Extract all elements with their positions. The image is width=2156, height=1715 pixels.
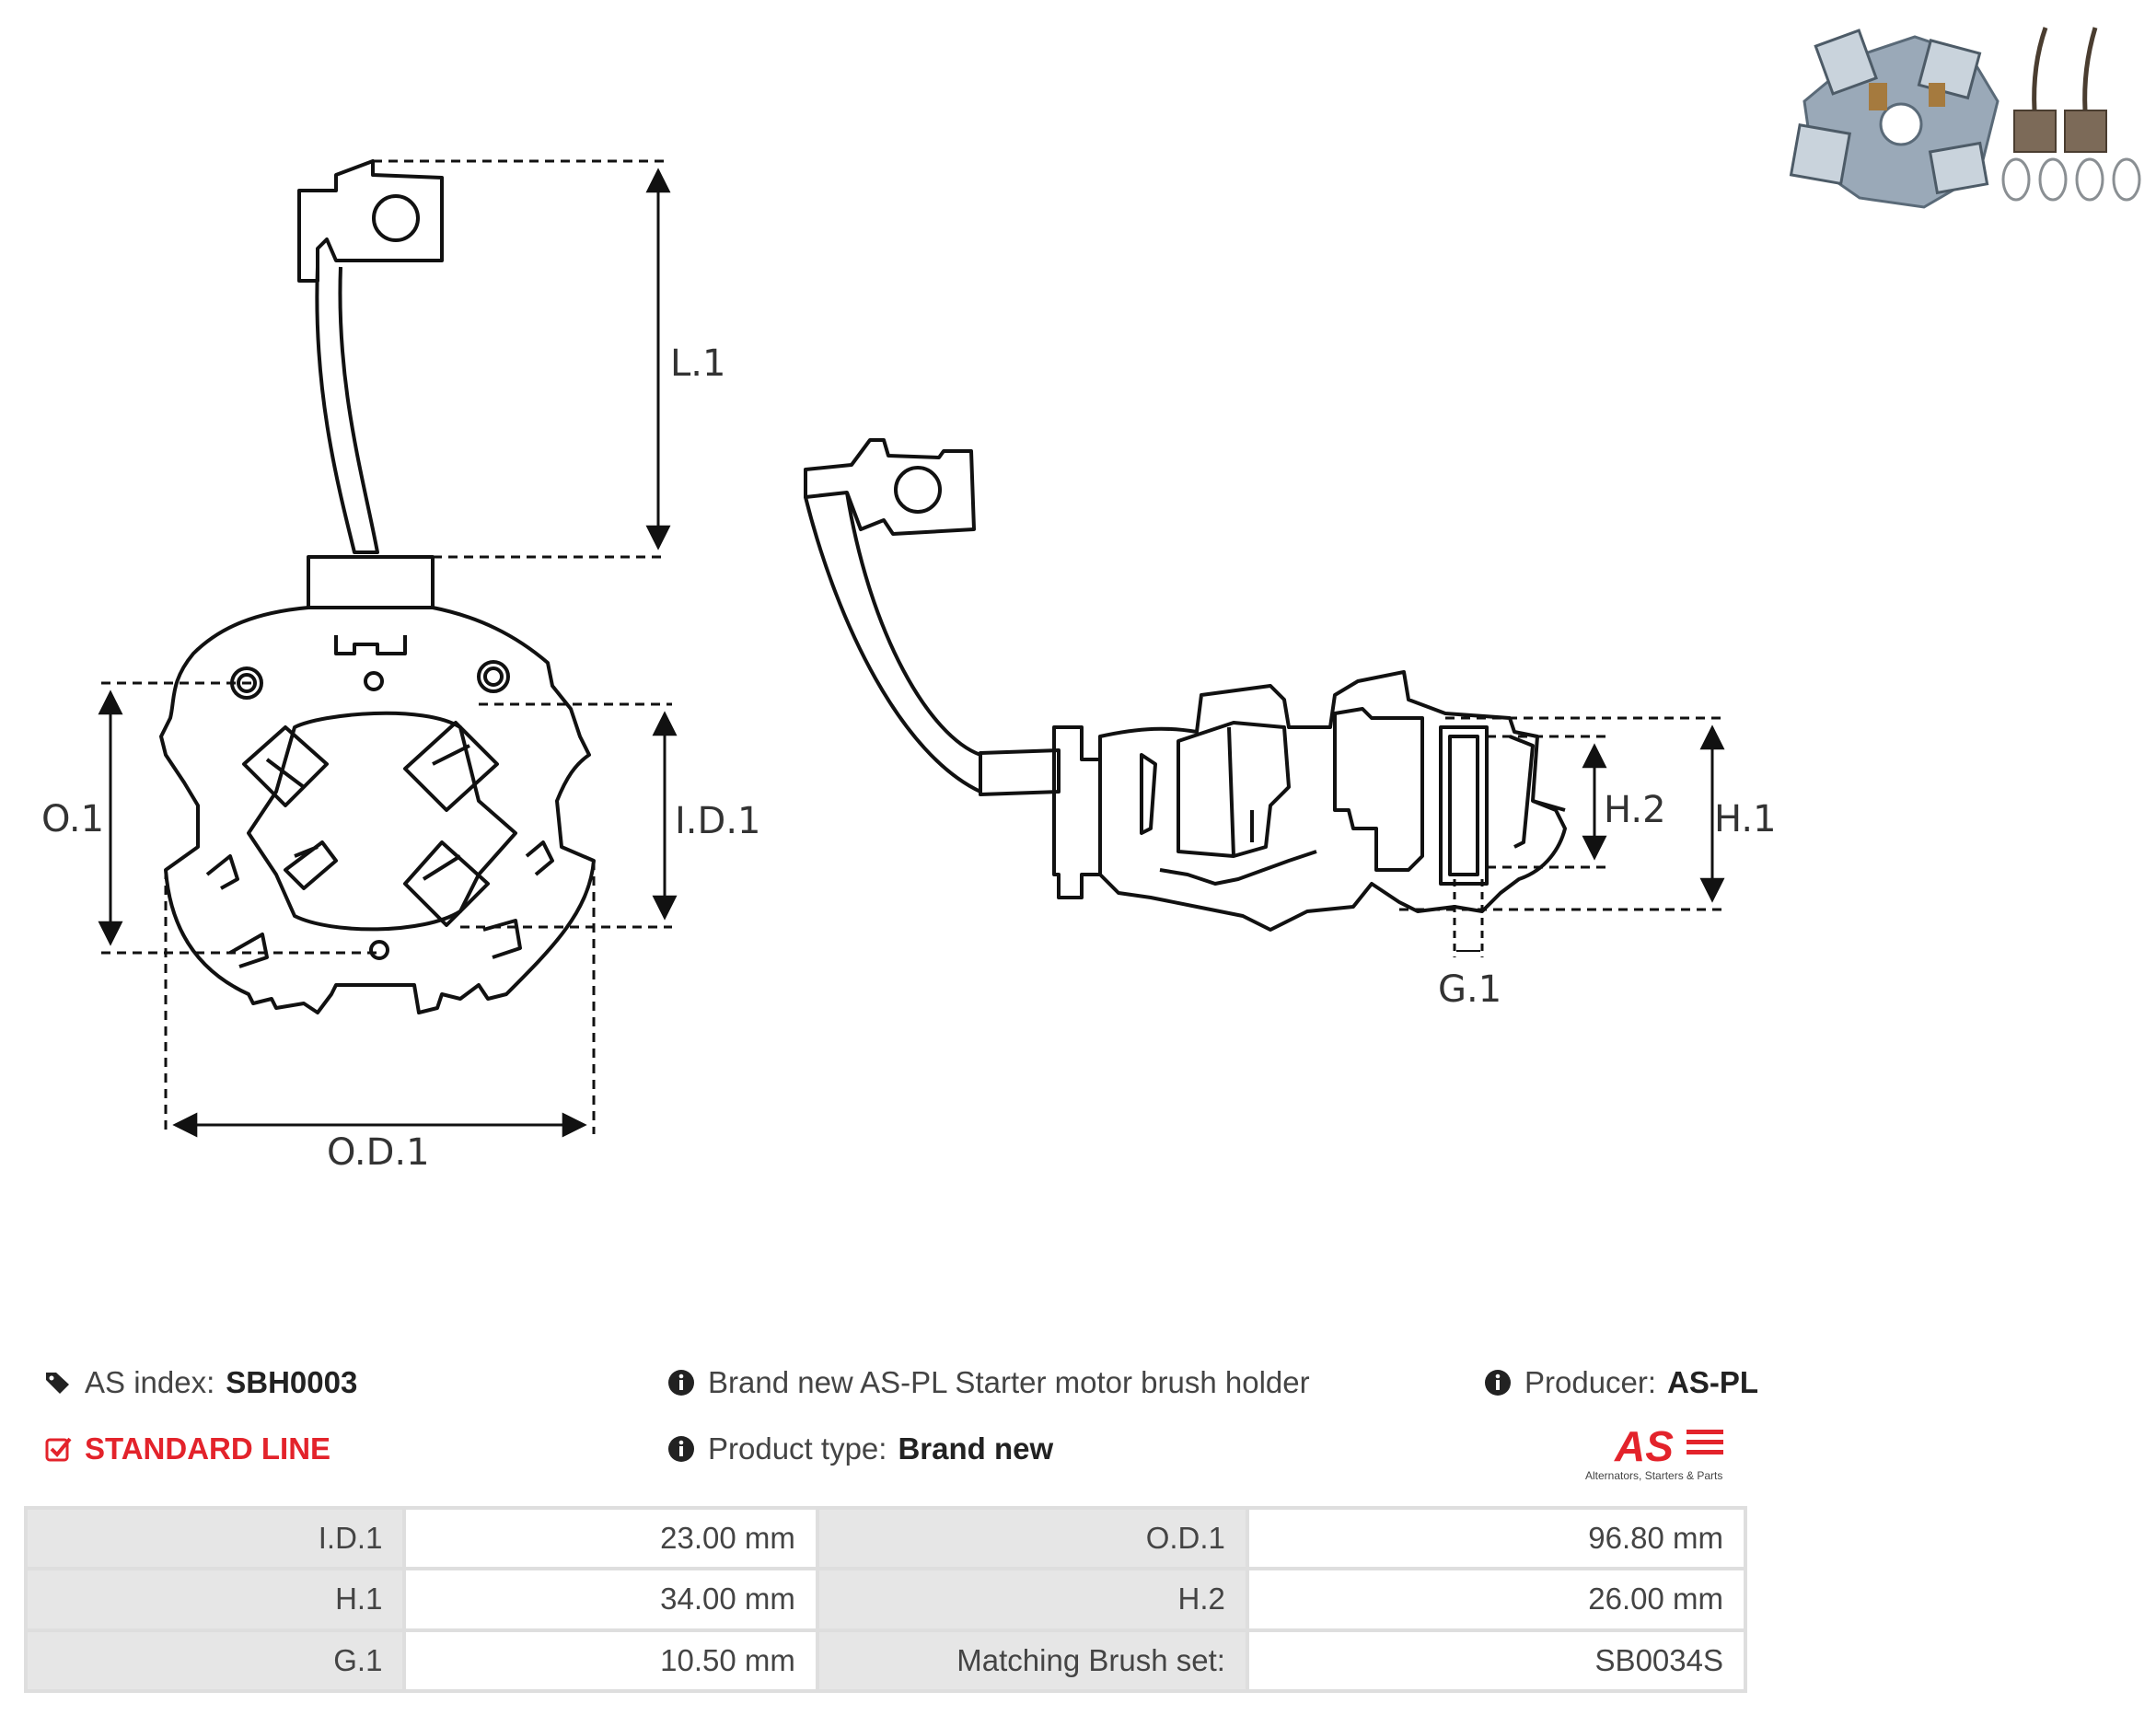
as-index-value: SBH0003 [226,1365,358,1399]
producer-value: AS-PL [1667,1365,1759,1399]
label-l1: L.1 [670,342,725,385]
spec-key: G.1 [28,1631,403,1689]
info-icon [668,1436,694,1462]
description-text: Brand new AS-PL Starter motor brush hold… [708,1365,1310,1399]
product-type-value: Brand new [898,1431,1054,1466]
technical-drawing: L.1 O.1 I.D.1 O.D.1 [41,159,1777,1174]
table-row: I.D.1 23.00 mm O.D.1 96.80 mm [28,1510,1744,1568]
producer: Producer: AS-PL [1484,1365,1758,1400]
side-view [804,438,1567,932]
spec-value: SB0034S [1248,1631,1744,1689]
spec-key: H.2 [818,1570,1246,1628]
spec-table: I.D.1 23.00 mm O.D.1 96.80 mm H.1 34.00 … [24,1506,1747,1693]
product-photo [1789,27,2141,209]
spec-value: 26.00 mm [1248,1570,1744,1628]
as-pl-logo: AS Alternators, Starters & Parts [1578,1422,1753,1487]
label-od1: O.D.1 [327,1131,430,1174]
label-o1: O.1 [41,798,104,840]
info-icon [1485,1370,1511,1396]
info-icon [668,1370,694,1396]
table-row: G.1 10.50 mm Matching Brush set: SB0034S [28,1631,1744,1689]
svg-text:Alternators, Starters & Parts: Alternators, Starters & Parts [1585,1469,1722,1482]
spec-key: I.D.1 [28,1510,403,1568]
spec-value: 96.80 mm [1248,1510,1744,1568]
spec-value: 34.00 mm [406,1570,816,1628]
spec-value: 10.50 mm [406,1631,816,1689]
as-index-label: AS index: [85,1365,215,1399]
spec-key: O.D.1 [818,1510,1246,1568]
table-row: H.1 34.00 mm H.2 26.00 mm [28,1570,1744,1628]
standard-line-label: STANDARD LINE [85,1431,331,1466]
producer-label: Producer: [1524,1365,1657,1399]
product-type: Product type: Brand new [667,1431,1053,1466]
label-h1: H.1 [1714,798,1777,840]
description: Brand new AS-PL Starter motor brush hold… [667,1365,1310,1400]
as-index: AS index: SBH0003 [44,1365,357,1400]
standard-line: STANDARD LINE [44,1431,330,1466]
label-h2: H.2 [1604,789,1666,831]
spec-key: Matching Brush set: [818,1631,1246,1689]
label-g1: G.1 [1438,968,1501,1011]
product-type-label: Product type: [708,1431,887,1466]
tags-icon [46,1373,69,1394]
front-view [159,159,596,1014]
side-dimensions [1399,716,1726,957]
front-dimensions [98,159,678,1138]
svg-text:AS: AS [1614,1422,1674,1470]
label-id1: I.D.1 [675,800,760,842]
spec-value: 23.00 mm [406,1510,816,1568]
spec-key: H.1 [28,1570,403,1628]
checkbox-icon [45,1437,72,1462]
